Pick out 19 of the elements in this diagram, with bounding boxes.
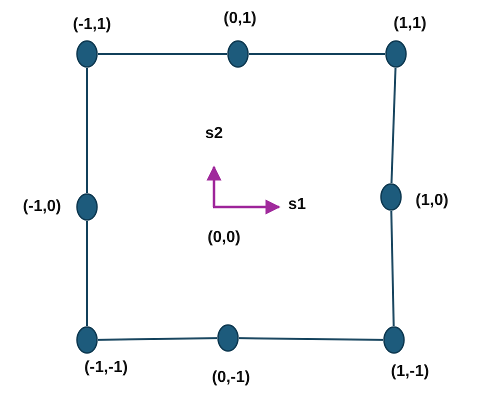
connector-line — [98, 337, 218, 341]
coordinate-label: (-1,1) — [72, 16, 112, 34]
coordinate-label: (1,0) — [416, 192, 448, 210]
connector-line — [239, 337, 383, 341]
coordinate-label: (1,1) — [394, 15, 426, 33]
connector-line — [86, 221, 88, 326]
connector-line — [390, 210, 395, 326]
axis-label: s2 — [205, 125, 223, 143]
coordinate-label: (0,1) — [224, 10, 256, 28]
coordinate-label: (-1,0) — [22, 198, 62, 216]
connector-line — [98, 53, 227, 55]
connector-line — [249, 53, 385, 55]
axis-label: s1 — [288, 196, 306, 214]
coordinate-label: (-1,-1) — [84, 359, 128, 377]
coordinate-label: (0,-1) — [212, 369, 250, 387]
coordinate-label: (1,-1) — [390, 363, 430, 381]
connector-line — [390, 68, 396, 184]
connector-line — [86, 68, 88, 193]
coordinate-label: (0,0) — [208, 229, 240, 247]
